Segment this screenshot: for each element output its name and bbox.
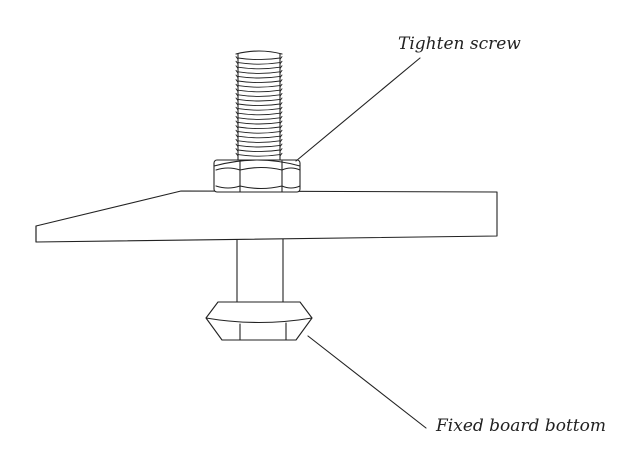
thread-tip-left (235, 79, 239, 83)
thread-line (237, 108, 281, 111)
thread-line (237, 112, 281, 116)
thread-line (237, 94, 281, 97)
thread-line (237, 131, 281, 134)
thread-tip-left (235, 120, 239, 125)
thread-tip-right (279, 115, 283, 120)
thread-tip-left (235, 125, 239, 129)
thread-line (237, 103, 281, 107)
thread-line (237, 140, 281, 143)
thread-tip-right (279, 134, 283, 139)
thread-tip-left (235, 97, 239, 102)
thread-tip-left (235, 134, 239, 139)
screw-shank (236, 235, 284, 311)
thread-tip-right (279, 129, 283, 134)
thread-tip-right (279, 143, 283, 148)
thread-tip-right (279, 60, 283, 65)
thread-tip-right (279, 152, 283, 157)
thread-line (237, 66, 281, 70)
top-hex-nut (213, 159, 301, 193)
label-tighten-screw: Tighten screw (398, 34, 521, 54)
thread-tip-right (279, 148, 283, 152)
threaded-screw (235, 50, 283, 165)
thread-lines (235, 56, 283, 157)
thread-tip-right (279, 125, 283, 129)
thread-line (237, 89, 281, 93)
fixed-board (35, 190, 498, 243)
thread-line (237, 80, 281, 84)
thread-tip-right (279, 69, 283, 74)
thread-tip-right (279, 102, 283, 106)
thread-tip-left (235, 106, 239, 111)
thread-tip-right (279, 138, 283, 143)
thread-tip-left (235, 148, 239, 152)
thread-tip-left (235, 56, 239, 60)
leader-line-bottom (307, 335, 427, 429)
thread-tip-left (235, 129, 239, 134)
thread-line (237, 126, 281, 130)
label-fixed-board-bottom: Fixed board bottom (436, 416, 606, 436)
thread-tip-right (279, 92, 283, 97)
thread-tip-right (279, 97, 283, 102)
thread-tip-left (235, 92, 239, 97)
thread-tip-left (235, 88, 239, 93)
thread-line (237, 117, 281, 120)
thread-tip-right (279, 74, 283, 79)
leader-line-top (295, 57, 421, 162)
thread-tip-left (235, 115, 239, 120)
thread-tip-left (235, 65, 239, 70)
bottom-hex-nut (205, 301, 313, 341)
thread-tip-left (235, 102, 239, 106)
thread-tip-right (279, 106, 283, 111)
thread-tip-left (235, 143, 239, 148)
thread-tip-left (235, 69, 239, 74)
thread-line (237, 135, 281, 139)
thread-line (237, 71, 281, 74)
thread-tip-right (279, 83, 283, 88)
thread-tip-right (279, 56, 283, 60)
thread-line (237, 85, 281, 88)
thread-line (237, 62, 281, 65)
thread-tip-left (235, 74, 239, 79)
thread-tip-right (279, 88, 283, 93)
thread-tip-right (279, 111, 283, 116)
thread-tip-right (279, 120, 283, 125)
thread-tip-left (235, 83, 239, 88)
thread-line (237, 149, 281, 153)
thread-tip-right (279, 79, 283, 83)
thread-tip-left (235, 60, 239, 65)
thread-tip-left (235, 152, 239, 157)
thread-tip-left (235, 138, 239, 143)
thread-line (237, 57, 281, 61)
thread-line (237, 121, 281, 125)
thread-line (237, 98, 281, 102)
thread-tip-right (279, 65, 283, 70)
thread-tip-left (235, 111, 239, 116)
thread-line (237, 144, 281, 148)
thread-line (237, 154, 281, 157)
thread-line (237, 75, 281, 79)
